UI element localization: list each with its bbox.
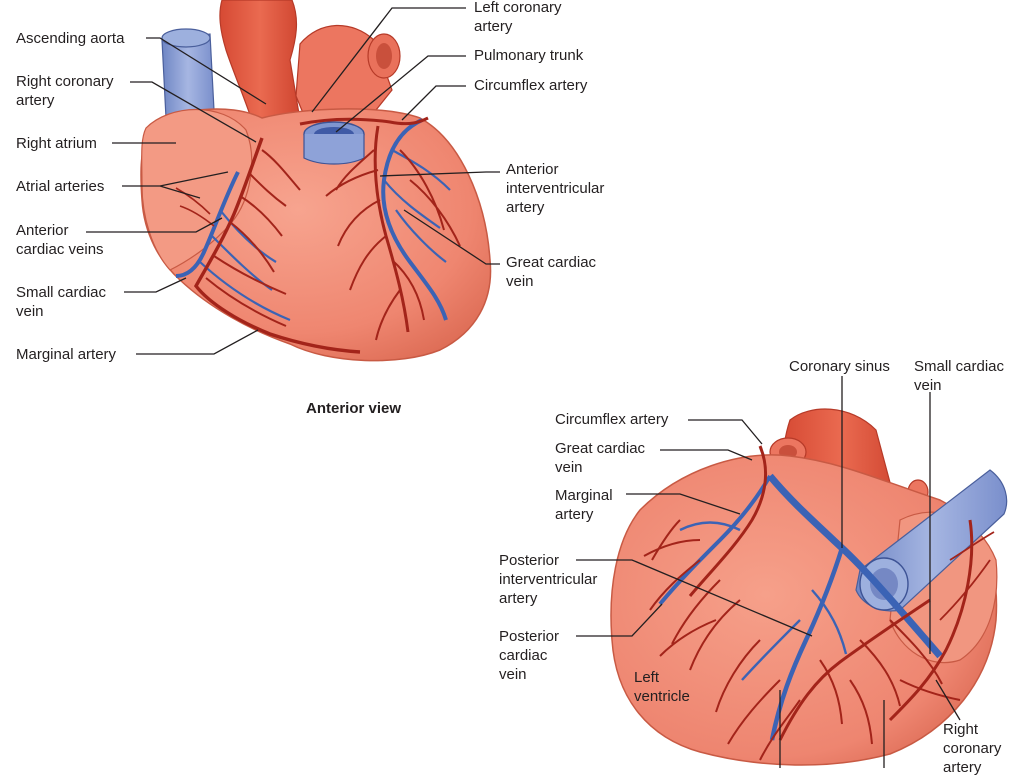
label-posterior-interventricular-artery: Posterior interventricular artery [499, 552, 598, 607]
anterior-view-caption: Anterior view [306, 400, 402, 417]
label-marginal-artery-posterior: Marginal artery [555, 487, 613, 523]
label-anterior-cardiac-veins: Anterior cardiac veins [16, 222, 104, 258]
anterior-heart [140, 0, 492, 362]
label-marginal-artery: Marginal artery [16, 346, 117, 363]
great-cardiac-vein-anterior [381, 118, 448, 321]
leader-posterior-cardiac-vein [576, 603, 663, 637]
posterior-heart [610, 408, 1008, 766]
label-right-coronary-artery-posterior: Right coronary artery [943, 721, 1002, 776]
label-coronary-sinus: Coronary sinus [789, 358, 890, 375]
label-right-coronary-artery: Right coronary artery [16, 73, 114, 109]
leader-right-coronary-artery [130, 81, 257, 143]
leader-ascending-aorta [146, 37, 267, 105]
circumflex-artery-posterior [688, 445, 767, 597]
posterior-interventricular-artery-vessel [778, 598, 931, 741]
right-coronary-artery-anterior [193, 137, 361, 354]
label-circumflex-artery-posterior: Circumflex artery [555, 411, 669, 428]
label-great-cardiac-vein: Great cardiac vein [506, 254, 597, 290]
label-ascending-aorta: Ascending aorta [16, 30, 125, 47]
label-great-cardiac-vein-posterior: Great cardiac vein [555, 440, 646, 476]
leader-circumflex-artery-posterior [688, 419, 763, 445]
ascending-aorta [219, 0, 301, 141]
leader-pulmonary-trunk [335, 55, 466, 133]
leader-great-cardiac-vein [403, 209, 500, 265]
label-pulmonary-trunk: Pulmonary trunk [474, 47, 584, 64]
leader-marginal-artery [136, 329, 259, 355]
label-right-atrium: Right atrium [16, 135, 97, 152]
right-coronary-artery-posterior [888, 519, 974, 722]
leader-small-cardiac-vein [124, 277, 187, 293]
label-anterior-interventricular-artery: Anterior interventricular artery [506, 161, 605, 216]
label-small-cardiac-vein-posterior: Small cardiac vein [914, 358, 1005, 394]
anterior-interventricular-artery-anterior [373, 125, 410, 333]
leader-anterior-interventricular-artery [379, 171, 500, 177]
leader-atrial-arteries [122, 171, 229, 199]
label-atrial-arteries: Atrial arteries [16, 178, 105, 195]
anterior-cardiac-veins-line [175, 171, 240, 278]
leader-lines [86, 7, 961, 768]
label-left-ventricle: Left ventricle [634, 669, 690, 705]
leader-right-coronary-artery-posterior [935, 679, 961, 721]
leader-left-coronary-artery [311, 7, 466, 113]
leader-posterior-interventricular-artery [576, 559, 813, 637]
leader-circumflex-artery [401, 85, 466, 121]
label-small-cardiac-vein: Small cardiac vein [16, 284, 107, 320]
leader-anterior-cardiac-veins [86, 217, 223, 233]
leader-marginal-artery-posterior [626, 493, 741, 515]
leader-great-cardiac-vein-posterior [660, 449, 753, 461]
label-left-coronary-artery: Left coronary artery [474, 0, 562, 35]
label-posterior-cardiac-vein: Posterior cardiac vein [499, 628, 560, 683]
label-circumflex-artery: Circumflex artery [474, 77, 588, 94]
left-coronary-branches [299, 116, 429, 126]
